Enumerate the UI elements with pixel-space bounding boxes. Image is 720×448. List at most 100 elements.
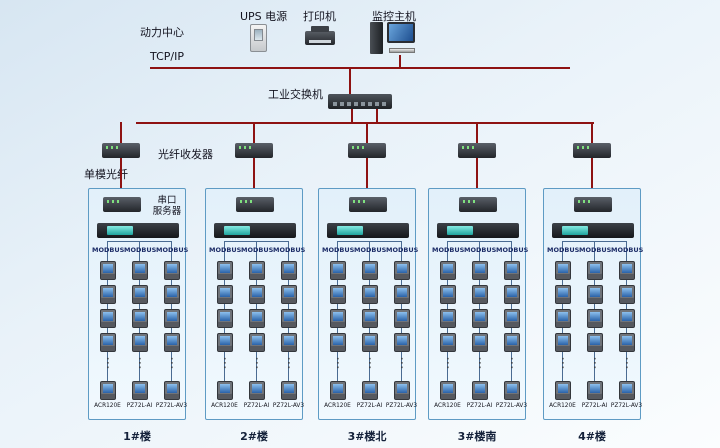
ellipsis-more-meters: ⋮	[505, 356, 519, 371]
modbus-protocol-label: MODBUS	[464, 246, 497, 254]
power-meter-icon	[330, 333, 346, 352]
monitor-host-label: 监控主机	[372, 10, 416, 23]
power-meter-icon	[330, 261, 346, 280]
modbus-protocol-label: MODBUS	[386, 246, 419, 254]
distribution-line	[136, 122, 594, 124]
ellipsis-more-meters: ⋮	[282, 356, 296, 371]
serial-server-icon	[214, 223, 296, 238]
power-meter-icon	[249, 261, 265, 280]
power-meter-icon	[504, 333, 520, 352]
meter-model-label: PZ72L-AV3	[495, 403, 528, 409]
meter-model-label: ACR120E	[549, 403, 576, 409]
ellipsis-more-meters: ⋮	[556, 356, 570, 371]
power-meter-icon	[362, 381, 378, 400]
power-meter-icon	[249, 309, 265, 328]
modbus-protocol-label: MODBUS	[354, 246, 387, 254]
power-meter-icon	[394, 381, 410, 400]
serial-server-icon	[552, 223, 634, 238]
fiber-drop-line	[366, 122, 368, 208]
modbus-protocol-label: MODBUS	[241, 246, 274, 254]
modbus-protocol-label: MODBUS	[273, 246, 306, 254]
power-meter-icon	[587, 285, 603, 304]
fiber-transceiver-icon	[102, 143, 140, 158]
power-meter-icon	[362, 261, 378, 280]
modbus-protocol-label: MODBUS	[209, 246, 242, 254]
ellipsis-more-meters: ⋮	[250, 356, 264, 371]
fiber-transceiver-icon	[573, 143, 611, 158]
fiber-transceiver-icon	[236, 197, 274, 212]
power-meter-icon	[619, 381, 635, 400]
power-meter-icon	[132, 285, 148, 304]
power-meter-icon	[394, 333, 410, 352]
power-meter-icon	[164, 285, 180, 304]
ellipsis-more-meters: ⋮	[165, 356, 179, 371]
power-meter-icon	[394, 309, 410, 328]
host-keyboard-icon	[389, 48, 415, 53]
power-meter-icon	[587, 309, 603, 328]
power-meter-icon	[100, 309, 116, 328]
power-meter-icon	[100, 381, 116, 400]
meter-model-label: ACR120E	[434, 403, 461, 409]
ups-device-icon	[250, 24, 267, 52]
ellipsis-more-meters: ⋮	[363, 356, 377, 371]
switch-downlink-line-a	[351, 109, 353, 124]
power-meter-icon	[100, 261, 116, 280]
fiber-transceiver-label: 光纤收发器	[158, 148, 213, 161]
power-meter-icon	[100, 285, 116, 304]
modbus-protocol-label: MODBUS	[432, 246, 465, 254]
modbus-protocol-label: MODBUS	[322, 246, 355, 254]
power-meter-icon	[394, 285, 410, 304]
power-meter-icon	[440, 333, 456, 352]
power-meter-icon	[132, 333, 148, 352]
host-tower-icon	[370, 22, 383, 54]
power-meter-icon	[587, 381, 603, 400]
fiber-transceiver-icon	[103, 197, 141, 212]
meter-model-label: ACR120E	[211, 403, 238, 409]
power-meter-icon	[132, 309, 148, 328]
fiber-drop-line	[253, 122, 255, 208]
meter-model-label: PZ72L-AV3	[610, 403, 643, 409]
power-meter-icon	[281, 309, 297, 328]
single-mode-fiber-label: 单模光纤	[84, 168, 128, 181]
power-meter-icon	[472, 261, 488, 280]
meter-model-label: PZ72L-AV3	[155, 403, 188, 409]
modbus-protocol-label: MODBUS	[547, 246, 580, 254]
power-meter-icon	[281, 285, 297, 304]
power-meter-icon	[330, 309, 346, 328]
power-meter-icon	[555, 333, 571, 352]
power-meter-icon	[555, 381, 571, 400]
serial-server-icon	[327, 223, 409, 238]
ellipsis-more-meters: ⋮	[133, 356, 147, 371]
switch-downlink-line-b	[376, 109, 378, 124]
fiber-drop-line	[120, 122, 122, 208]
power-meter-icon	[440, 381, 456, 400]
power-meter-icon	[164, 381, 180, 400]
building-name-label: 4#楼	[578, 430, 606, 443]
power-meter-icon	[249, 285, 265, 304]
industrial-switch-icon	[328, 94, 392, 109]
power-meter-icon	[217, 285, 233, 304]
ellipsis-more-meters: ⋮	[620, 356, 634, 371]
power-meter-icon	[132, 381, 148, 400]
power-meter-icon	[440, 261, 456, 280]
power-center-label: 动力中心	[140, 26, 184, 39]
meter-model-label: PZ72L-AV3	[272, 403, 305, 409]
modbus-protocol-label: MODBUS	[124, 246, 157, 254]
ellipsis-more-meters: ⋮	[441, 356, 455, 371]
tcpip-label: TCP/IP	[150, 50, 184, 63]
power-meter-icon	[440, 309, 456, 328]
power-meter-icon	[504, 285, 520, 304]
power-meter-icon	[619, 333, 635, 352]
power-meter-icon	[281, 333, 297, 352]
fiber-transceiver-icon	[574, 197, 612, 212]
ellipsis-more-meters: ⋮	[331, 356, 345, 371]
power-meter-icon	[555, 309, 571, 328]
ellipsis-more-meters: ⋮	[588, 356, 602, 371]
